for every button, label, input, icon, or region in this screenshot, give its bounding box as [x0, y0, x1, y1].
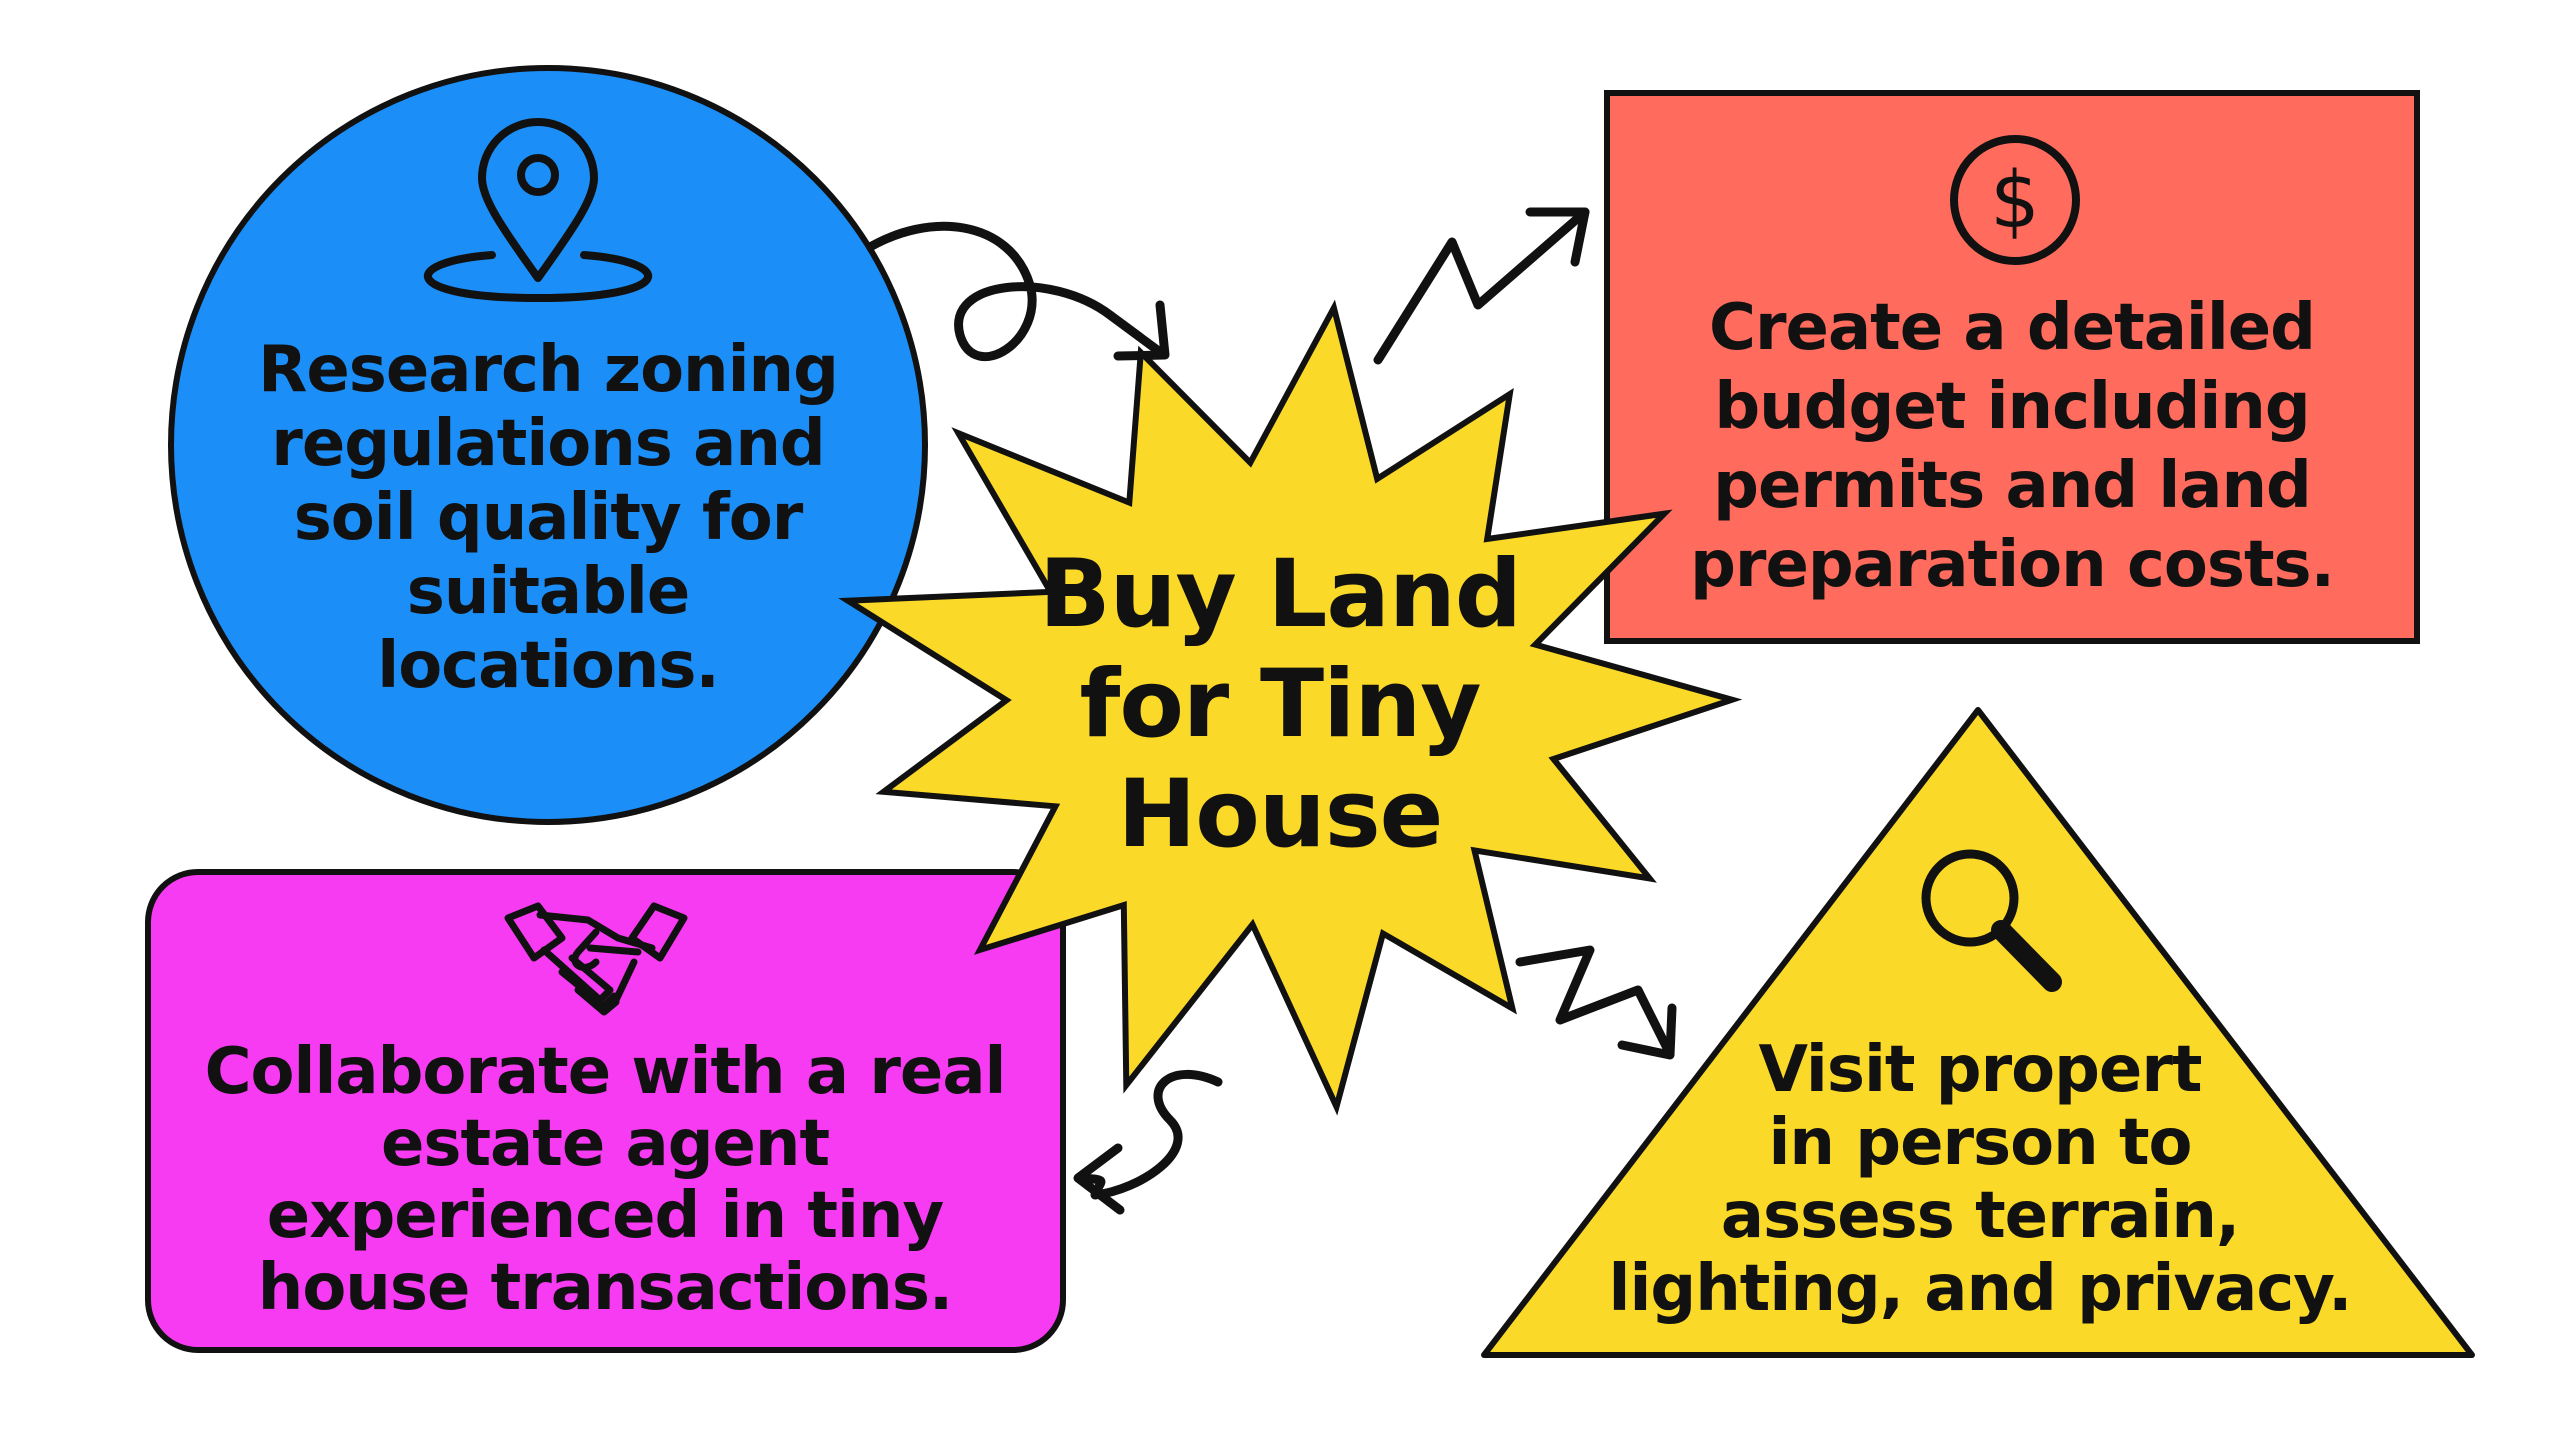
research-text: Research zoning regulations and soil qua… — [218, 318, 878, 718]
arrow-center-to-agent — [1077, 1069, 1223, 1200]
arrowhead-center-to-visit — [1617, 1003, 1677, 1060]
visit-line-1: Visit propert — [1758, 1033, 2203, 1107]
research-circle — [168, 65, 928, 825]
center-title: Buy Land for Tiny House — [990, 540, 1570, 870]
center-title-line-2: for Tiny — [1079, 650, 1481, 759]
arrowhead-center-to-budget — [1525, 207, 1590, 267]
center-title-line-1: Buy Land — [1038, 540, 1522, 649]
visit-line-3: assess terrain, — [1720, 1179, 2240, 1253]
visit-line-2: in person to — [1768, 1106, 2192, 1180]
center-starburst — [838, 299, 1743, 1116]
visit-triangle — [1481, 707, 2475, 1358]
research-line-1: Research zoning — [258, 333, 839, 407]
arrow-circle-to-center — [860, 221, 1165, 362]
agent-line-2: estate agent — [380, 1107, 830, 1181]
research-line-4: suitable — [406, 555, 691, 629]
arrowhead-center-to-agent — [1073, 1143, 1125, 1215]
research-line-3: soil quality for — [293, 481, 804, 555]
agent-line-1: Collaborate with a real — [204, 1035, 1007, 1109]
agent-line-4: house transactions. — [257, 1251, 953, 1325]
visit-line-4: lighting, and privacy. — [1608, 1252, 2353, 1326]
center-title-line-3: House — [1117, 760, 1444, 869]
budget-line-4: preparation costs. — [1690, 528, 2335, 602]
budget-text: Create a detailed budget including permi… — [1630, 282, 2394, 612]
location-pin-icon — [424, 118, 652, 302]
magnifier-icon — [1921, 849, 2062, 992]
handshake-icon — [504, 902, 688, 1016]
arrow-center-to-budget — [1373, 207, 1590, 365]
dollar-coin-icon: $ — [1950, 135, 2080, 265]
budget-line-3: permits and land — [1713, 449, 2312, 523]
agent-line-3: experienced in tiny — [266, 1179, 944, 1253]
visit-text: Visit propert in person to assess terrai… — [1570, 1030, 2390, 1330]
arrowhead-circle-to-center — [1113, 300, 1170, 361]
budget-box — [1604, 90, 2420, 644]
arrow-center-to-visit — [1515, 945, 1673, 1055]
research-line-2: regulations and — [271, 407, 825, 481]
budget-line-1: Create a detailed — [1709, 291, 2316, 365]
budget-line-2: budget including — [1714, 370, 2310, 444]
research-line-5: locations. — [377, 629, 719, 703]
svg-text:$: $ — [1990, 156, 2040, 246]
agent-text: Collaborate with a real estate agent exp… — [165, 1030, 1045, 1330]
agent-rounded-box — [145, 869, 1066, 1353]
